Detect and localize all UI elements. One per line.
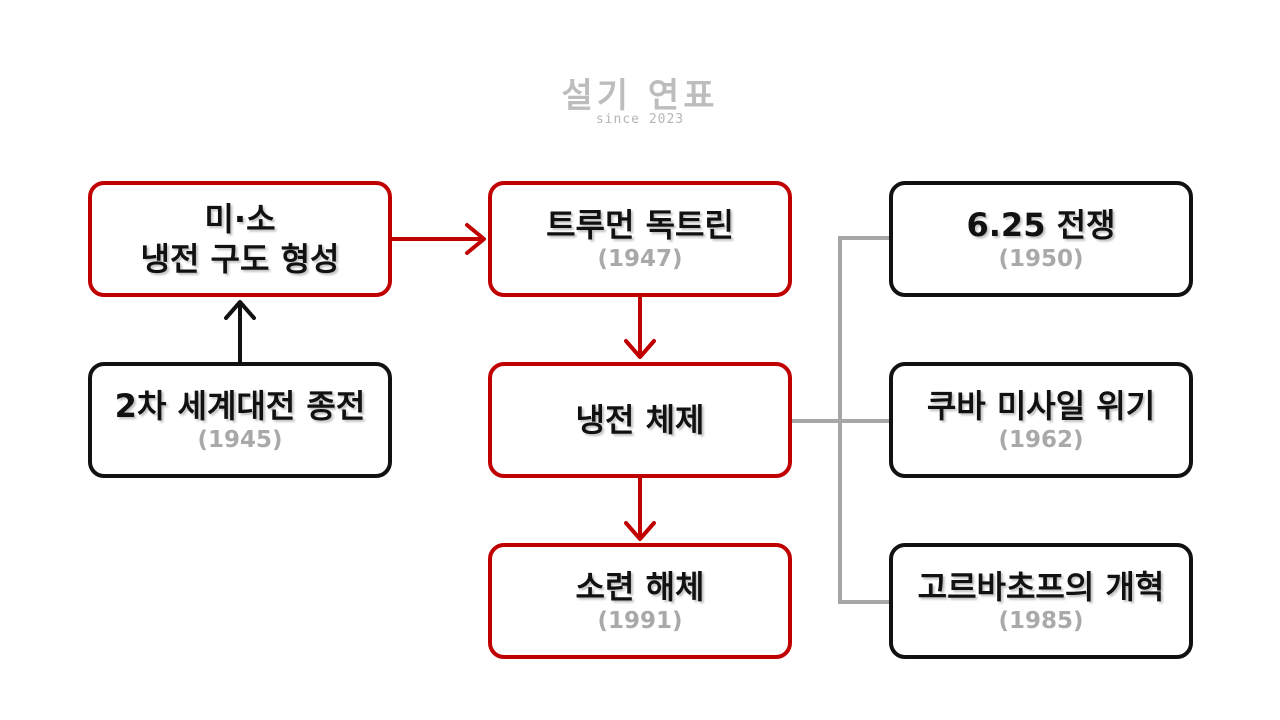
node-year: (1991) xyxy=(597,608,683,634)
node-cold-war-structure: 미·소 냉전 구도 형성 xyxy=(88,181,392,297)
logo-subtitle: since 2023 xyxy=(595,112,685,127)
logo-title: 설기 연표 xyxy=(561,76,719,116)
arrow-structure-to-truman xyxy=(392,223,486,255)
node-ww2-end: 2차 세계대전 종전 (1945) xyxy=(88,362,392,478)
node-year: (1985) xyxy=(998,608,1084,634)
logo: 설기 연표 since 2023 xyxy=(540,76,740,127)
node-title: 2차 세계대전 종전 xyxy=(114,387,366,425)
node-gorbachev-reform: 고르바초프의 개혁 (1985) xyxy=(889,543,1193,659)
node-cold-war-system: 냉전 체제 xyxy=(488,362,792,478)
arrow-ww2-to-structure xyxy=(224,300,256,362)
node-ussr-dissolution: 소련 해체 (1991) xyxy=(488,543,792,659)
node-title: 쿠바 미사일 위기 xyxy=(926,387,1156,425)
node-title: 6.25 전쟁 xyxy=(966,206,1116,244)
arrow-system-to-dissolution xyxy=(624,478,656,541)
node-truman-doctrine: 트루먼 독트린 (1947) xyxy=(488,181,792,297)
node-year: (1947) xyxy=(597,246,683,272)
node-cuban-missile-crisis: 쿠바 미사일 위기 (1962) xyxy=(889,362,1193,478)
node-year: (1945) xyxy=(197,427,283,453)
arrow-truman-to-system xyxy=(624,297,656,359)
node-year: (1962) xyxy=(998,427,1084,453)
node-title: 고르바초프의 개혁 xyxy=(917,568,1165,606)
node-year: (1950) xyxy=(998,246,1084,272)
node-title: 트루먼 독트린 xyxy=(546,206,734,244)
node-title: 소련 해체 xyxy=(575,568,705,606)
node-title: 미·소 냉전 구도 형성 xyxy=(140,200,340,278)
node-korean-war: 6.25 전쟁 (1950) xyxy=(889,181,1193,297)
node-title: 냉전 체제 xyxy=(575,401,705,439)
